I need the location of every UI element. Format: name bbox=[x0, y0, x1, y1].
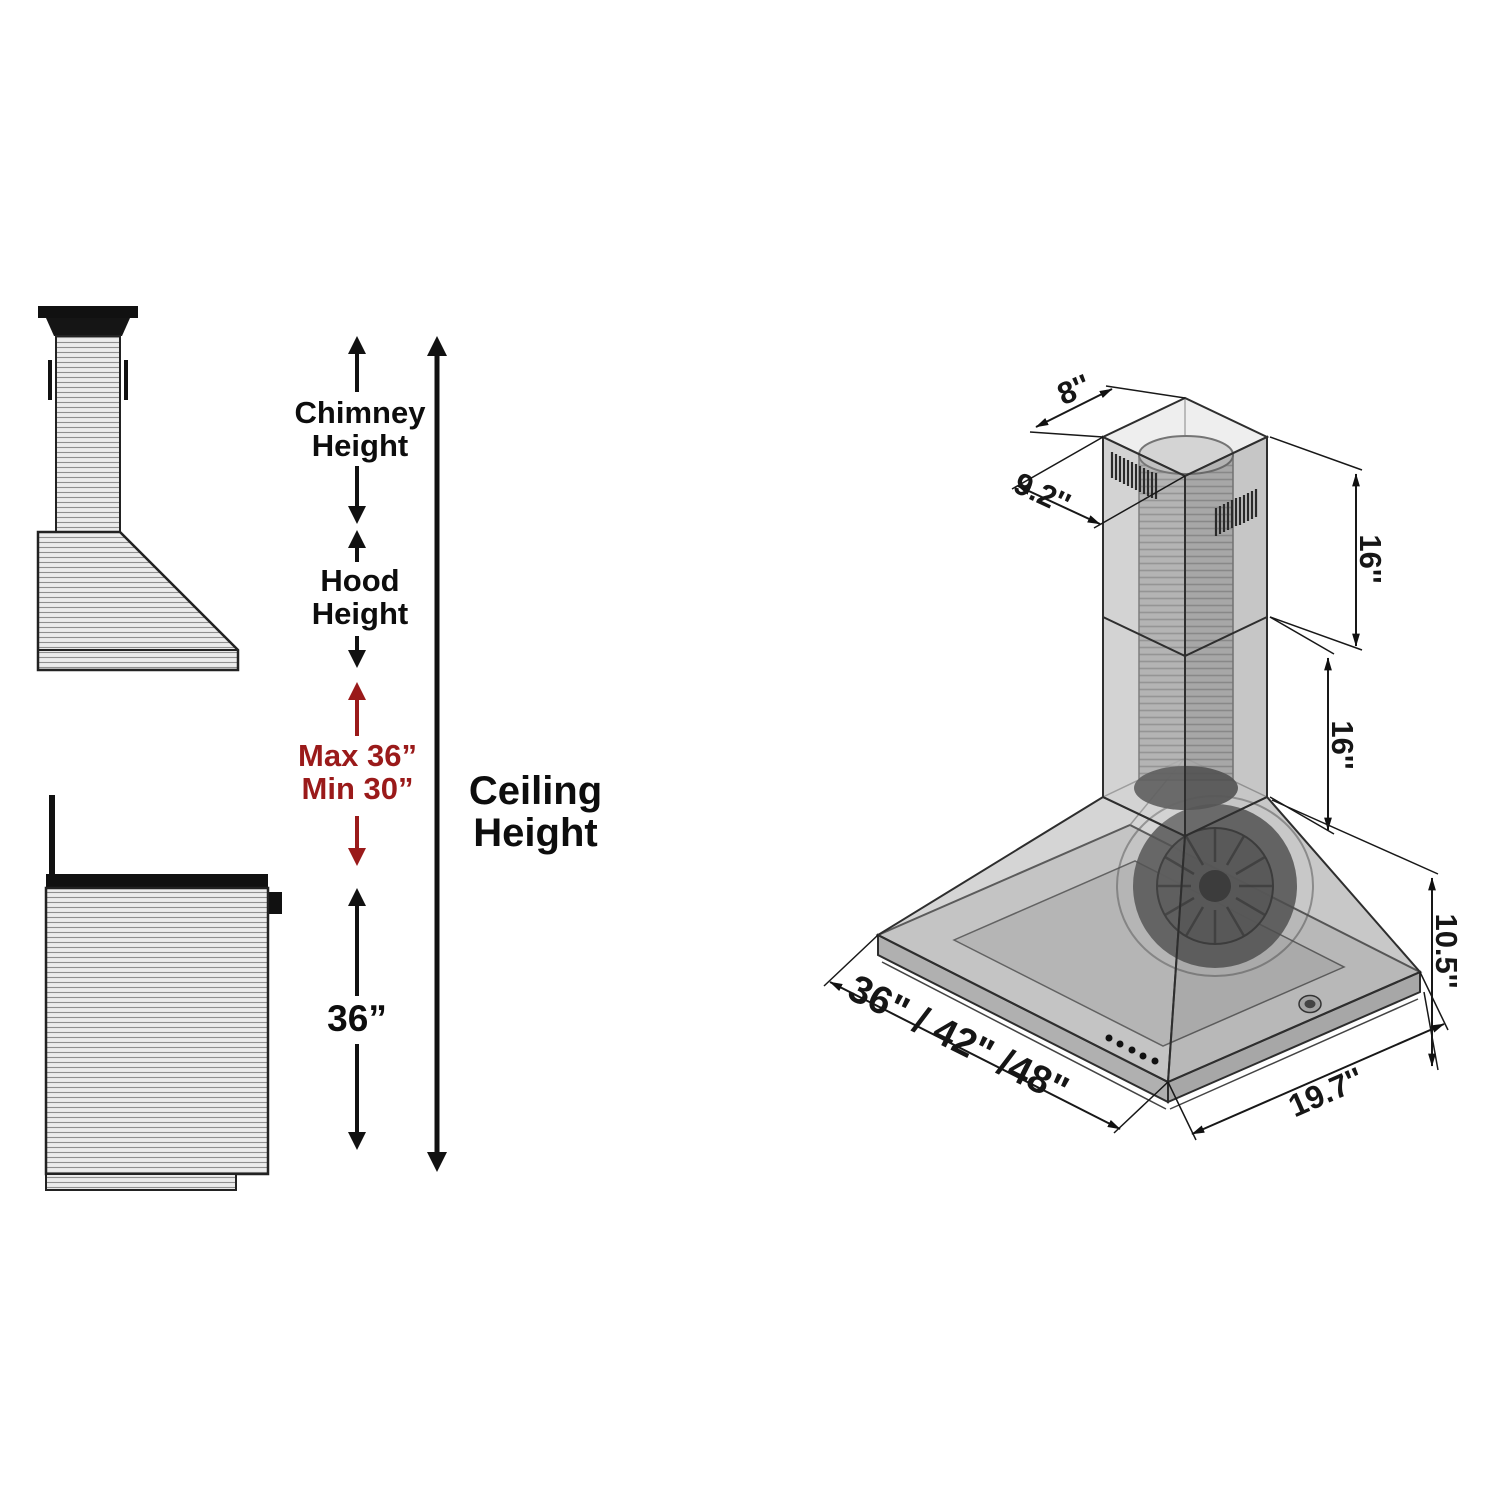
arrow-up bbox=[427, 336, 447, 356]
blower-hub bbox=[1199, 870, 1231, 902]
counter-distance-label: 36” bbox=[327, 998, 387, 1039]
ceiling-height-label: Ceiling Height bbox=[443, 770, 628, 854]
dim-line-9-2 bbox=[1017, 485, 1101, 525]
hood-height-label: Hood Height bbox=[260, 563, 460, 631]
range-handle bbox=[268, 892, 282, 914]
ceiling-height-line2: Height bbox=[473, 811, 598, 855]
arrow-up bbox=[348, 530, 366, 548]
ceiling-height-arrow bbox=[427, 336, 447, 1172]
dim-line-depth bbox=[1191, 1023, 1445, 1135]
louver-vents-left bbox=[1110, 452, 1158, 499]
grease-drain-hole bbox=[1298, 994, 1322, 1014]
button bbox=[1128, 1046, 1136, 1054]
ext-lines-depth bbox=[1167, 971, 1449, 1141]
chimney-cap bbox=[38, 306, 138, 318]
ext-lines-width bbox=[823, 934, 1169, 1134]
red-arrow-up bbox=[348, 682, 366, 700]
isometric-hood bbox=[823, 385, 1449, 1141]
chimney-height-line2: Height bbox=[311, 427, 409, 463]
hood-canopy bbox=[36, 530, 240, 672]
ext-lines-16-upper bbox=[1269, 436, 1363, 651]
button bbox=[1105, 1034, 1113, 1042]
chimney-height-line1: Chimney bbox=[294, 395, 426, 430]
ext-lines-9-2 bbox=[1011, 436, 1186, 529]
ceiling-height-line1: Ceiling bbox=[468, 769, 603, 813]
height-arrows bbox=[348, 336, 366, 1150]
mount-max-label: Max 36” bbox=[298, 738, 417, 773]
range-body bbox=[44, 886, 270, 1176]
button bbox=[1116, 1040, 1124, 1048]
hood-height-line1: Hood bbox=[320, 563, 400, 598]
arrow-down bbox=[427, 1152, 447, 1172]
chimney-section-seam bbox=[1102, 616, 1268, 658]
mount-min-label: Min 30” bbox=[301, 770, 414, 806]
chimney-height-label: Chimney Height bbox=[260, 395, 460, 463]
range-base-drawer bbox=[45, 1173, 237, 1191]
chimney-column bbox=[55, 335, 121, 533]
dimension-lines bbox=[823, 385, 1449, 1141]
side-view-hood bbox=[36, 306, 240, 672]
dim-line-width bbox=[829, 981, 1121, 1130]
button bbox=[1151, 1057, 1159, 1065]
mount-range-arrows bbox=[348, 682, 366, 866]
mount-range-label: Max 36” Min 30” bbox=[255, 738, 460, 806]
chimney-cap-flare bbox=[46, 318, 130, 336]
red-arrow-down bbox=[348, 848, 366, 866]
louver-vents-right bbox=[1214, 489, 1258, 536]
ext-lines-8 bbox=[1029, 385, 1186, 438]
arrow-up bbox=[348, 888, 366, 906]
dim-label-upper-chimney-height: 16'' bbox=[1353, 534, 1388, 584]
hood-height-line2: Height bbox=[311, 595, 409, 631]
dim-label-lower-chimney-height: 16'' bbox=[1325, 720, 1360, 770]
button bbox=[1139, 1052, 1147, 1060]
range-control-panel bbox=[46, 874, 268, 888]
arrow-down bbox=[348, 1132, 366, 1150]
blower-motor bbox=[1116, 795, 1314, 977]
side-view-range bbox=[44, 795, 282, 1191]
mounting-brackets bbox=[48, 360, 128, 400]
arrow-up bbox=[348, 336, 366, 354]
dim-label-hood-body-height: 10.5'' bbox=[1429, 913, 1464, 989]
arrow-down bbox=[348, 506, 366, 524]
dim-line-8 bbox=[1035, 388, 1113, 428]
arrow-down bbox=[348, 650, 366, 668]
